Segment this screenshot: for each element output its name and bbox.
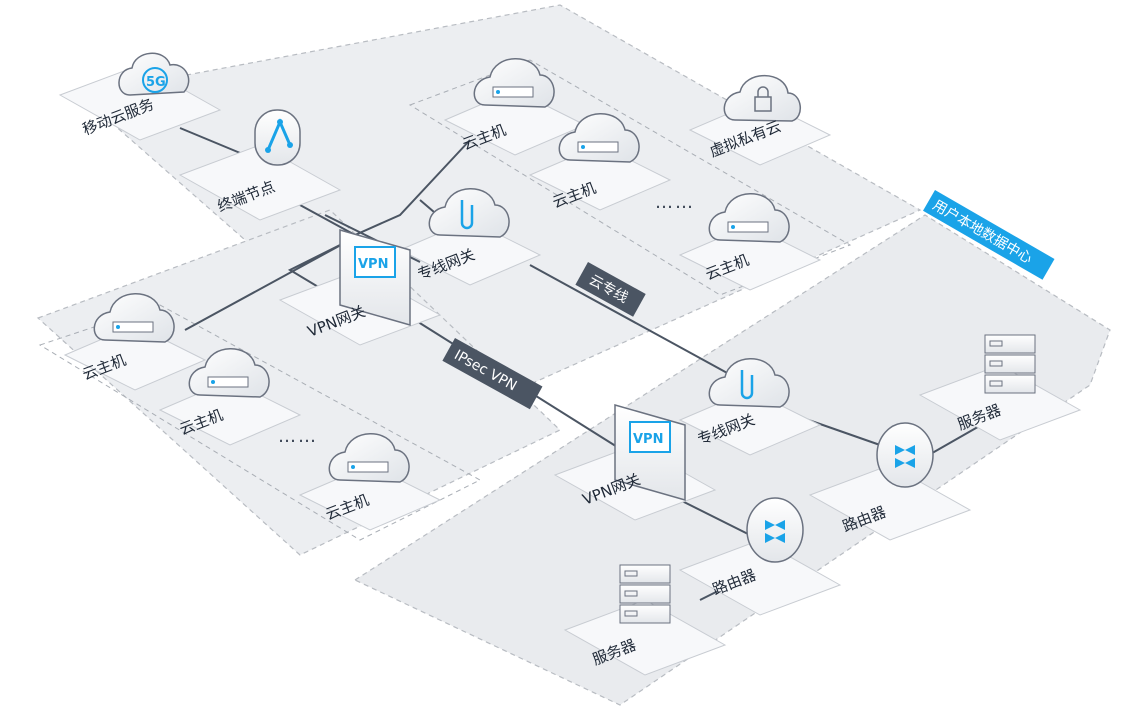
cloud-5g-icon <box>118 52 190 96</box>
node-terminal[interactable]: 终端节点 <box>178 109 342 221</box>
vpn-screen-icon: VPN <box>633 432 663 447</box>
node-router-right[interactable]: 路由器 <box>808 422 972 541</box>
router-arrows-icon <box>765 520 785 543</box>
node-cloud-host-l1[interactable]: 云主机 <box>63 293 207 391</box>
datacenter-platform <box>353 214 1111 706</box>
node-server-lower[interactable]: 服务器 <box>563 564 727 676</box>
cloud-line-icon <box>428 188 510 238</box>
node-cloud-host-u1[interactable]: 云主机 <box>443 58 587 156</box>
cloud-lock-icon <box>723 74 801 122</box>
cloud-line-icon <box>708 358 790 408</box>
node-cloud-host-u3[interactable]: 云主机 <box>678 193 822 291</box>
node-vpn-gateway-cloud[interactable]: VPN VPN网关 <box>278 229 442 346</box>
router-arrows-icon <box>895 445 915 468</box>
server-rack-icon <box>984 334 1036 394</box>
node-cloud-host-u2[interactable]: 云主机 <box>528 113 672 212</box>
node-vpc[interactable]: 虚拟私有云 <box>688 74 832 166</box>
ellipsis-upper: …… <box>655 192 695 213</box>
node-cloud-host-l2[interactable]: 云主机 <box>158 348 302 446</box>
cloud-platform-lower <box>36 209 562 556</box>
vpn-screen-icon: VPN <box>358 257 388 272</box>
five-g-label: 5G <box>146 75 166 90</box>
node-router-lower[interactable]: 路由器 <box>678 497 842 616</box>
node-vpn-gateway-dc[interactable]: VPN VPN网关 <box>553 404 717 521</box>
node-line-gateway-dc[interactable]: 专线网关 <box>678 358 822 456</box>
server-rack-icon <box>619 564 671 624</box>
node-cloud-host-l3[interactable]: 云主机 <box>298 433 442 531</box>
ellipsis-lower: …… <box>278 426 318 447</box>
node-server-right[interactable]: 服务器 <box>918 334 1082 441</box>
